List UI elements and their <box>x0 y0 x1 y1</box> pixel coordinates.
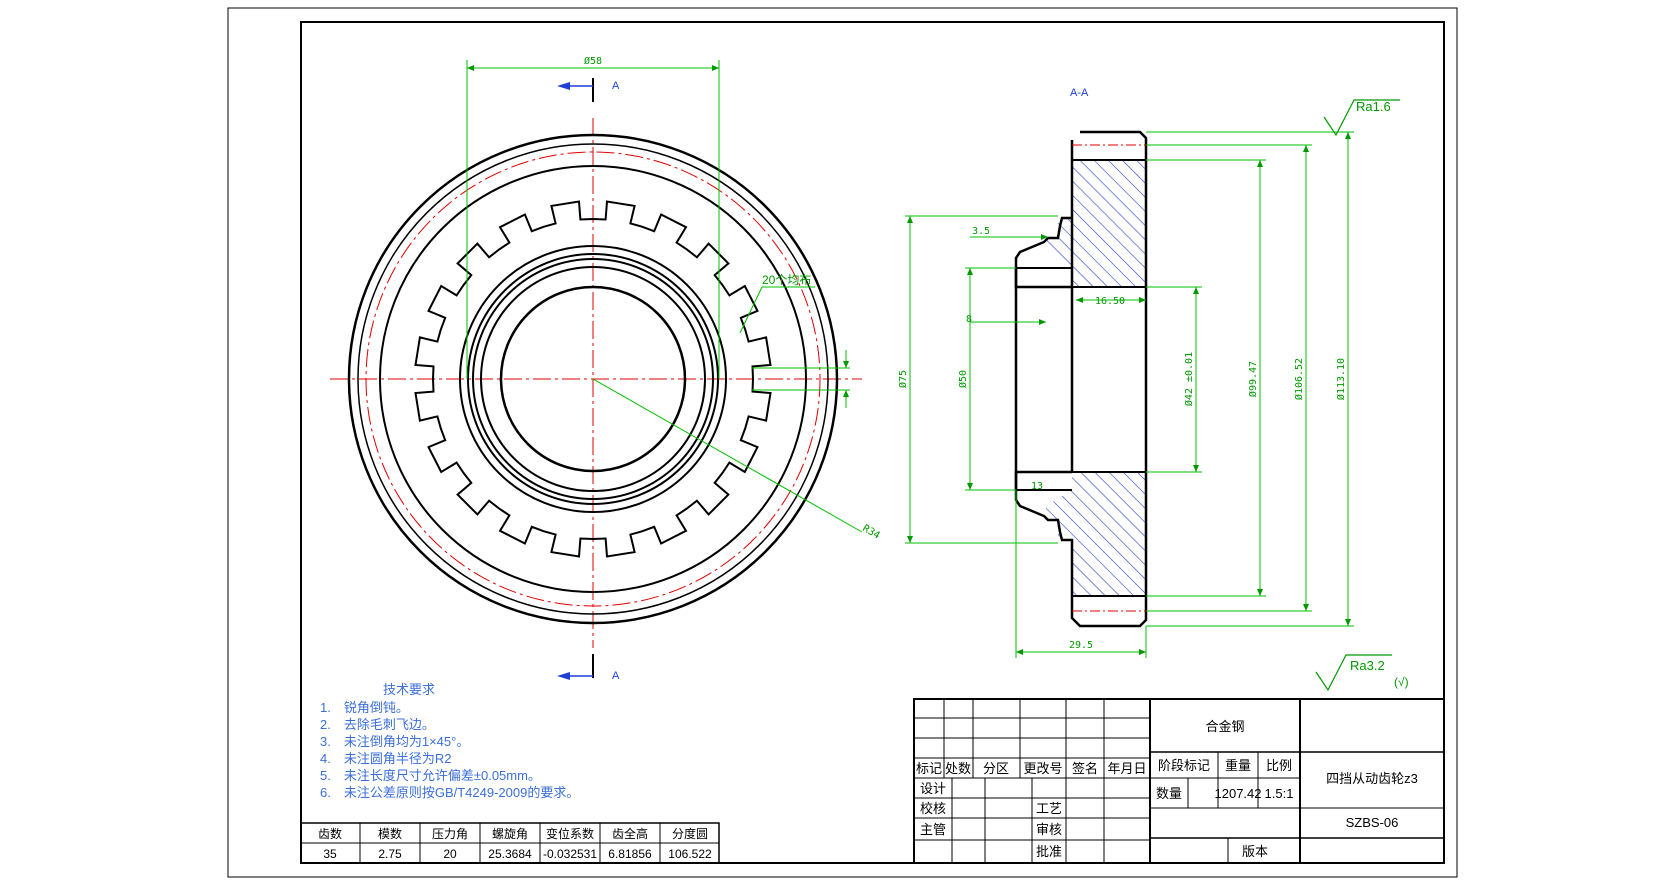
dim-d113-10: Ø113.10 <box>1335 358 1347 400</box>
tech-req-item: 5. 未注长度尺寸允许偏差±0.05mm。 <box>320 768 541 783</box>
gear-param-header: 齿数 <box>318 826 342 841</box>
tb-quantity: 数量 <box>1156 786 1182 801</box>
tb-check: 校核 <box>920 801 946 816</box>
front-view: A A Ø58 20个均布 R34 <box>330 55 882 682</box>
tb-scale: 比例 <box>1266 758 1292 773</box>
tb-approve: 批准 <box>1036 844 1062 859</box>
dim-d99-47: Ø99.47 <box>1247 361 1259 397</box>
gear-param-header: 螺旋角 <box>492 827 528 841</box>
dim-r34: R34 <box>861 523 882 542</box>
dim-teeth-count: 20个均布 <box>762 273 811 287</box>
dim-8: 8 <box>966 314 972 325</box>
gear-param-header: 模数 <box>378 826 402 841</box>
dim-d42: Ø42 ±0.01 <box>1183 352 1195 406</box>
tb-material: 合金钢 <box>1205 719 1244 734</box>
tb-process: 工艺 <box>1036 801 1062 816</box>
tb-weight: 重量 <box>1225 758 1251 773</box>
tech-req-item: 2. 去除毛刺飞边。 <box>320 717 435 732</box>
gear-param-header: 齿全高 <box>612 826 648 841</box>
dim-d106-52: Ø106.52 <box>1293 358 1305 400</box>
tb-drawing-number: SZBS-06 <box>1346 815 1399 830</box>
dim-3-5: 3.5 <box>972 226 990 237</box>
dim-29-5: 29.5 <box>1069 640 1093 651</box>
gear-parameter-table: 齿数 模数 压力角 螺旋角 变位系数 齿全高 分度圆 35 2.75 20 25… <box>300 822 720 864</box>
section-label-aa: A-A <box>1070 87 1089 99</box>
gear-param-value: 106.522 <box>668 847 712 861</box>
section-label-a-bottom: A <box>612 670 620 682</box>
gear-param-value: 25.3684 <box>488 847 532 861</box>
gear-param-header: 压力角 <box>432 827 468 841</box>
tb-rev-header: 更改号 <box>1023 761 1062 776</box>
gear-param-header: 分度圆 <box>672 826 708 841</box>
tb-rev-header: 年月日 <box>1107 761 1146 776</box>
tb-review: 审核 <box>1036 822 1062 837</box>
gear-param-value: 35 <box>323 847 337 861</box>
gear-param-value: 20 <box>443 847 457 861</box>
dim-d50: Ø50 <box>957 370 969 388</box>
tb-stage: 阶段标记 <box>1158 758 1210 773</box>
roughness-symbols: Ra1.6 Ra3.2 (√) <box>1315 99 1409 692</box>
tb-rev-header: 签名 <box>1072 761 1098 776</box>
dim-d75: Ø75 <box>897 370 909 388</box>
dim-d58: Ø58 <box>584 55 602 67</box>
roughness-ra1-6: Ra1.6 <box>1356 99 1391 114</box>
gear-param-header: 变位系数 <box>546 826 594 841</box>
roughness-ra3-2-note: (√) <box>1394 675 1409 689</box>
tech-req-item: 3. 未注倒角均为1×45°。 <box>320 734 469 749</box>
gear-param-value: -0.032531 <box>543 847 597 861</box>
roughness-ra3-2: Ra3.2 <box>1350 658 1385 673</box>
inner-border <box>300 21 1445 864</box>
tb-weight-value: 1207.42 <box>1215 786 1262 801</box>
tech-req-item: 6. 未注公差原则按GB/T4249-2009的要求。 <box>320 785 579 800</box>
dim-16-50: 16.50 <box>1095 296 1125 307</box>
tb-rev-header: 处数 <box>945 761 971 776</box>
title-block: 标记 处数 分区 更改号 签名 年月日 设计 校核 主管 工艺 审核 批准 合金… <box>913 698 1445 864</box>
section-view: A-A Ø75 Ø50 8 3.5 13 16.50 <box>897 87 1354 658</box>
tech-req-title: 技术要求 <box>383 682 435 697</box>
technical-requirements: 技术要求 1. 锐角倒钝。 2. 去除毛刺飞边。 3. 未注倒角均为1×45°。… <box>320 682 579 800</box>
tb-scale-value: 1.5:1 <box>1265 786 1294 801</box>
gear-param-value: 6.81856 <box>608 847 652 861</box>
dim-13: 13 <box>1031 481 1043 492</box>
tb-supervisor: 主管 <box>920 822 946 837</box>
outer-border <box>227 7 1458 878</box>
tb-rev-header: 分区 <box>983 761 1009 776</box>
tech-req-item: 4. 未注圆角半径为R2 <box>320 751 451 766</box>
tb-design: 设计 <box>920 781 946 796</box>
tech-req-item: 1. 锐角倒钝。 <box>320 700 409 715</box>
tb-rev-header: 标记 <box>916 761 942 776</box>
tb-version: 版本 <box>1242 844 1268 859</box>
spline-teeth <box>414 200 772 558</box>
tb-part-name: 四挡从动齿轮z3 <box>1326 771 1418 786</box>
gear-param-value: 2.75 <box>378 847 402 861</box>
section-label-a-top: A <box>612 80 620 92</box>
